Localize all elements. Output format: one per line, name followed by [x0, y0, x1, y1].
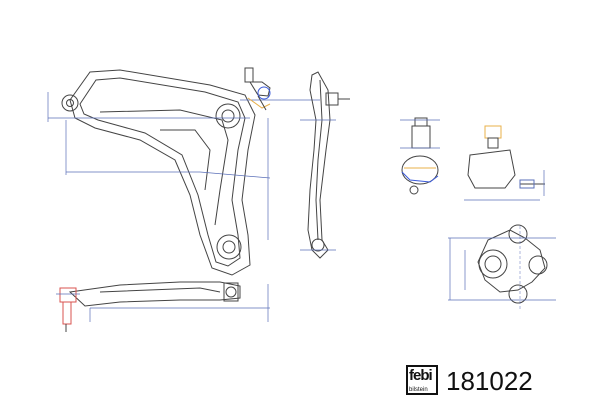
bushing-front	[215, 103, 241, 129]
ball-joint-mount	[61, 94, 79, 112]
dimension-lines-top-view	[47, 92, 320, 240]
bushing-rear	[216, 234, 242, 260]
logo-text: febi	[409, 367, 433, 384]
control-arm-side-view	[300, 71, 350, 259]
ball-joint-side-view-right	[464, 125, 545, 201]
febi-logo: febi bilstein	[406, 365, 438, 395]
logo-subtext: bilstein	[409, 387, 428, 393]
part-number: 181022	[446, 366, 533, 396]
control-arm-front-view	[56, 281, 270, 332]
ball-joint-flange-view	[448, 224, 556, 310]
control-arm-top-view	[69, 69, 256, 276]
ball-joint-side-view-left	[400, 117, 440, 195]
ball-joint-side-small	[244, 67, 271, 111]
